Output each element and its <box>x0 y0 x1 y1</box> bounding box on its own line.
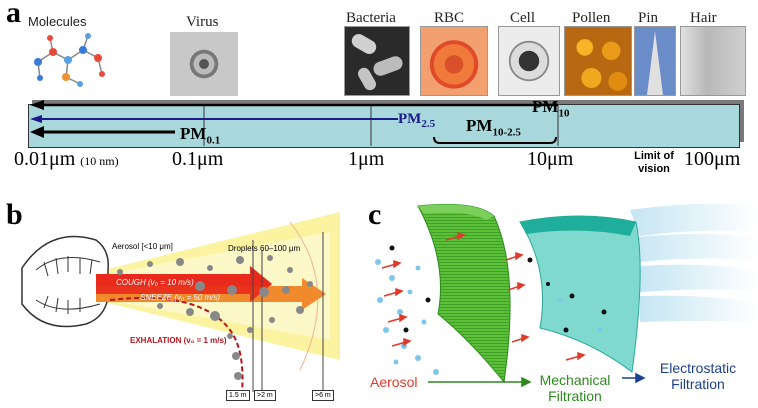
aerosol-label-c: Aerosol <box>370 374 418 390</box>
tick-10um: 10μm <box>527 148 574 170</box>
pm25-label: PM2.5 <box>398 111 436 130</box>
pollen-image <box>564 26 632 96</box>
tick-01um: 0.1μm <box>172 148 224 170</box>
particle-label-pollen: Pollen <box>572 10 611 26</box>
pm10-label: PM10 <box>532 97 570 120</box>
particle-label-bacteria: Bacteria <box>346 10 396 26</box>
tick-100um: 100μm <box>684 148 741 170</box>
distance-2m: >2 m <box>254 390 276 401</box>
pm01-label: PM0.1 <box>180 124 221 147</box>
rbc-image <box>420 26 488 96</box>
pm1025-label: PM10-2.5 <box>466 116 521 139</box>
distance-6m: >6 m <box>312 390 334 401</box>
particle-label-hair: Hair <box>690 10 717 26</box>
particle-label-pin: Pin <box>638 10 659 26</box>
hair-image <box>680 26 746 96</box>
mechanical-filtration-label: Mechanical Filtration <box>539 372 611 404</box>
limit-of-vision-label: Limit of vision <box>634 150 674 175</box>
panel-a-letter: a <box>6 0 21 29</box>
pin-image <box>634 26 676 96</box>
cough-label: COUGH (v₀ = 10 m/s) <box>116 278 194 287</box>
virus-image <box>170 32 238 96</box>
molecule-image <box>34 33 105 87</box>
bacteria-image <box>344 26 410 96</box>
particle-label-cell: Cell <box>510 10 535 26</box>
pm-arrows <box>30 100 559 146</box>
sneeze-label: SNEEZE (v₀ = 50 m/s) <box>140 293 221 302</box>
exhalation-label: EXHALATION (v₀ = 1 m/s) <box>130 336 227 345</box>
tick-1um: 1μm <box>348 148 385 170</box>
size-scale-bar <box>28 104 740 148</box>
panel-c-letter: c <box>368 198 382 231</box>
tick-001um: 0.01μm (10 nm) <box>14 148 119 170</box>
cell-image <box>498 26 560 96</box>
particle-label-molecules: Molecules <box>28 14 87 29</box>
distance-1-5m: 1.5 m <box>226 390 250 401</box>
aerosol-label-b: Aerosol [<10 μm] <box>112 242 173 251</box>
panel-b-letter: b <box>6 198 23 231</box>
particle-label-rbc: RBC <box>434 10 465 26</box>
droplets-label: Droplets 60–100 μm <box>228 244 301 253</box>
electrostatic-filtration-label: Electrostatic Filtration <box>659 360 737 392</box>
particle-label-virus: Virus <box>186 14 219 30</box>
